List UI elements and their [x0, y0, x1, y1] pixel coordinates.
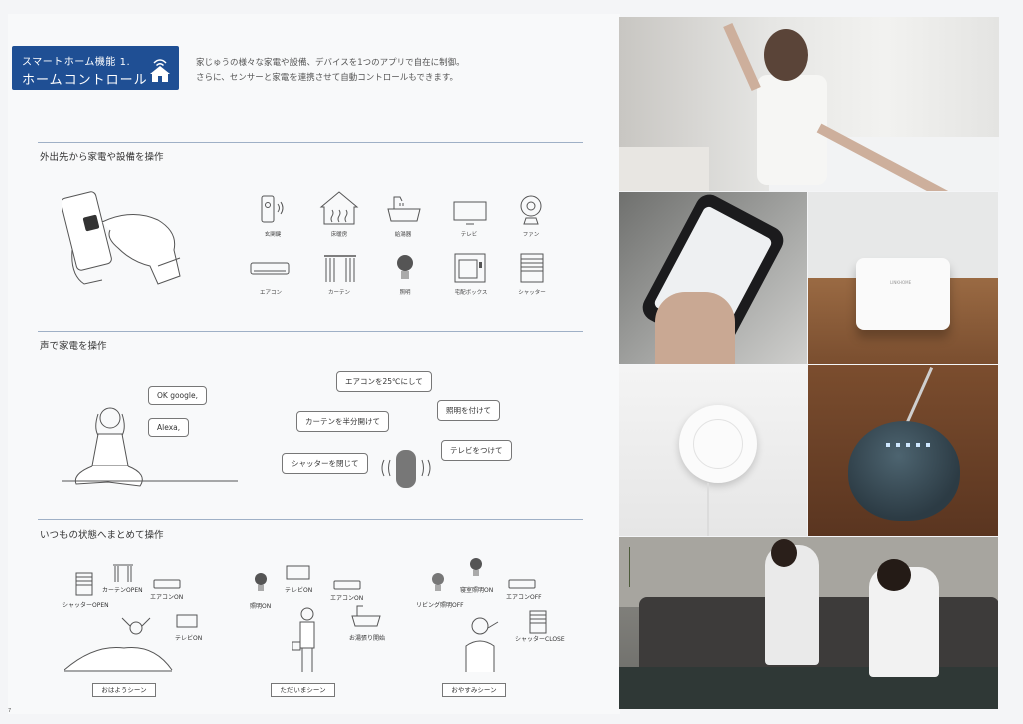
shutter-icon: [75, 572, 93, 596]
device-label: テレビ: [460, 232, 478, 238]
section-divider: [38, 331, 583, 332]
light-bulb-icon: [470, 558, 482, 576]
hand-smartphone-icon: [62, 191, 181, 285]
section-title-voice: 声で家電を操作: [40, 341, 107, 352]
device-label: カーテン: [327, 290, 350, 296]
voice-bubble-google: OK google,: [148, 386, 207, 405]
left-page: [8, 14, 620, 714]
scene-item: エアコンON: [150, 594, 184, 601]
curtain-icon: [324, 255, 356, 282]
bathtub-icon: [387, 196, 421, 222]
delivery-box-icon: [454, 253, 486, 283]
photo-family-living-room: [619, 537, 998, 709]
floor-heating-icon: [319, 191, 359, 225]
command-bubble: シャッターを閉じて: [282, 453, 368, 474]
air-conditioner-icon: [250, 262, 290, 275]
fan-icon: [520, 195, 542, 225]
light-bulb-icon: [255, 573, 267, 591]
photo-smart-speaker: [808, 365, 998, 536]
air-conditioner-icon: [153, 579, 181, 589]
section-title-scenes: いつもの状態へまとめて操作: [40, 530, 164, 541]
scene-button-home[interactable]: ただいまシーン: [271, 683, 335, 697]
tv-icon: [176, 614, 198, 628]
photo-wall-sensor: [619, 365, 807, 536]
light-bulb-icon: [397, 255, 413, 279]
shutter-icon: [520, 253, 544, 283]
intro-line-1: 家じゅうの様々な家電や設備、デバイスを1つのアプリで自在に制御。: [196, 58, 465, 68]
section-title-remote: 外出先から家電や設備を操作: [40, 152, 164, 163]
scene-item: シャッターOPEN: [62, 602, 109, 609]
photo-smartphone-app: [619, 192, 807, 364]
hub-brand-label: LINKHOME: [890, 280, 912, 285]
device-label: 玄関鍵: [264, 232, 282, 238]
scene-item: エアコンON: [330, 595, 364, 602]
scene-item: カーテンOPEN: [102, 587, 143, 594]
smart-speaker-icon: [381, 450, 431, 488]
light-bulb-icon: [432, 573, 444, 591]
bathtub-icon: [351, 605, 381, 627]
shutter-icon: [529, 610, 547, 634]
device-label: ファン: [522, 232, 540, 238]
intro-line-2: さらに、センサーと家電を連携させて自動コントロールもできます。: [196, 73, 459, 83]
command-bubble: テレビをつけて: [441, 440, 512, 461]
device-label: シャッター: [518, 290, 546, 296]
scene-button-morning[interactable]: おはようシーン: [92, 683, 156, 697]
curtain-icon: [113, 564, 133, 582]
voice-bubble-alexa: Alexa,: [148, 418, 190, 437]
photo-smart-hub: LINKHOME: [808, 192, 998, 364]
command-bubble: 照明を付けて: [437, 400, 500, 421]
device-label: エアコン: [259, 290, 282, 296]
scene-item: 照明ON: [250, 603, 272, 610]
air-conditioner-icon: [333, 580, 361, 590]
scene-item: エアコンOFF: [506, 594, 542, 601]
feature-title: ホームコントロール: [22, 73, 148, 88]
photo-morning-stretch: [619, 17, 999, 191]
page-number: 7: [8, 708, 12, 714]
scene-item: お湯張り開始: [349, 635, 386, 642]
device-label: 給湯器: [394, 232, 412, 238]
scene-item: リビング照明OFF: [416, 602, 464, 609]
device-label: 照明: [399, 290, 411, 296]
person-yawning-icon: [465, 617, 499, 672]
door-lock-icon: [261, 195, 284, 223]
section-divider: [38, 519, 583, 520]
tv-icon: [286, 565, 310, 580]
scene-item: 寝室照明ON: [460, 587, 494, 594]
scene-item: テレビON: [175, 635, 203, 642]
section-divider: [38, 142, 583, 143]
scene-button-night[interactable]: おやすみシーン: [442, 683, 506, 697]
device-label: 宅配ボックス: [454, 290, 488, 296]
scene-item: シャッターCLOSE: [515, 636, 565, 643]
command-bubble: エアコンを25℃にして: [336, 371, 432, 392]
device-label: 床暖房: [330, 232, 348, 238]
scene-item: テレビON: [285, 587, 313, 594]
command-bubble: カーテンを半分開けて: [296, 411, 389, 432]
feature-number: スマートホーム機能 1.: [22, 57, 131, 68]
home-wifi-icon: [150, 59, 170, 82]
person-arriving-icon: [292, 607, 315, 672]
tv-icon: [453, 201, 487, 225]
person-waking-icon: [64, 617, 173, 672]
intro-text: 家じゅうの様々な家電や設備、デバイスを1つのアプリで自在に制御。 さらに、センサ…: [196, 56, 536, 86]
air-conditioner-icon: [508, 579, 536, 589]
person-sitting-icon: [62, 407, 238, 487]
feature-badge: スマートホーム機能 1. ホームコントロール: [12, 46, 179, 90]
